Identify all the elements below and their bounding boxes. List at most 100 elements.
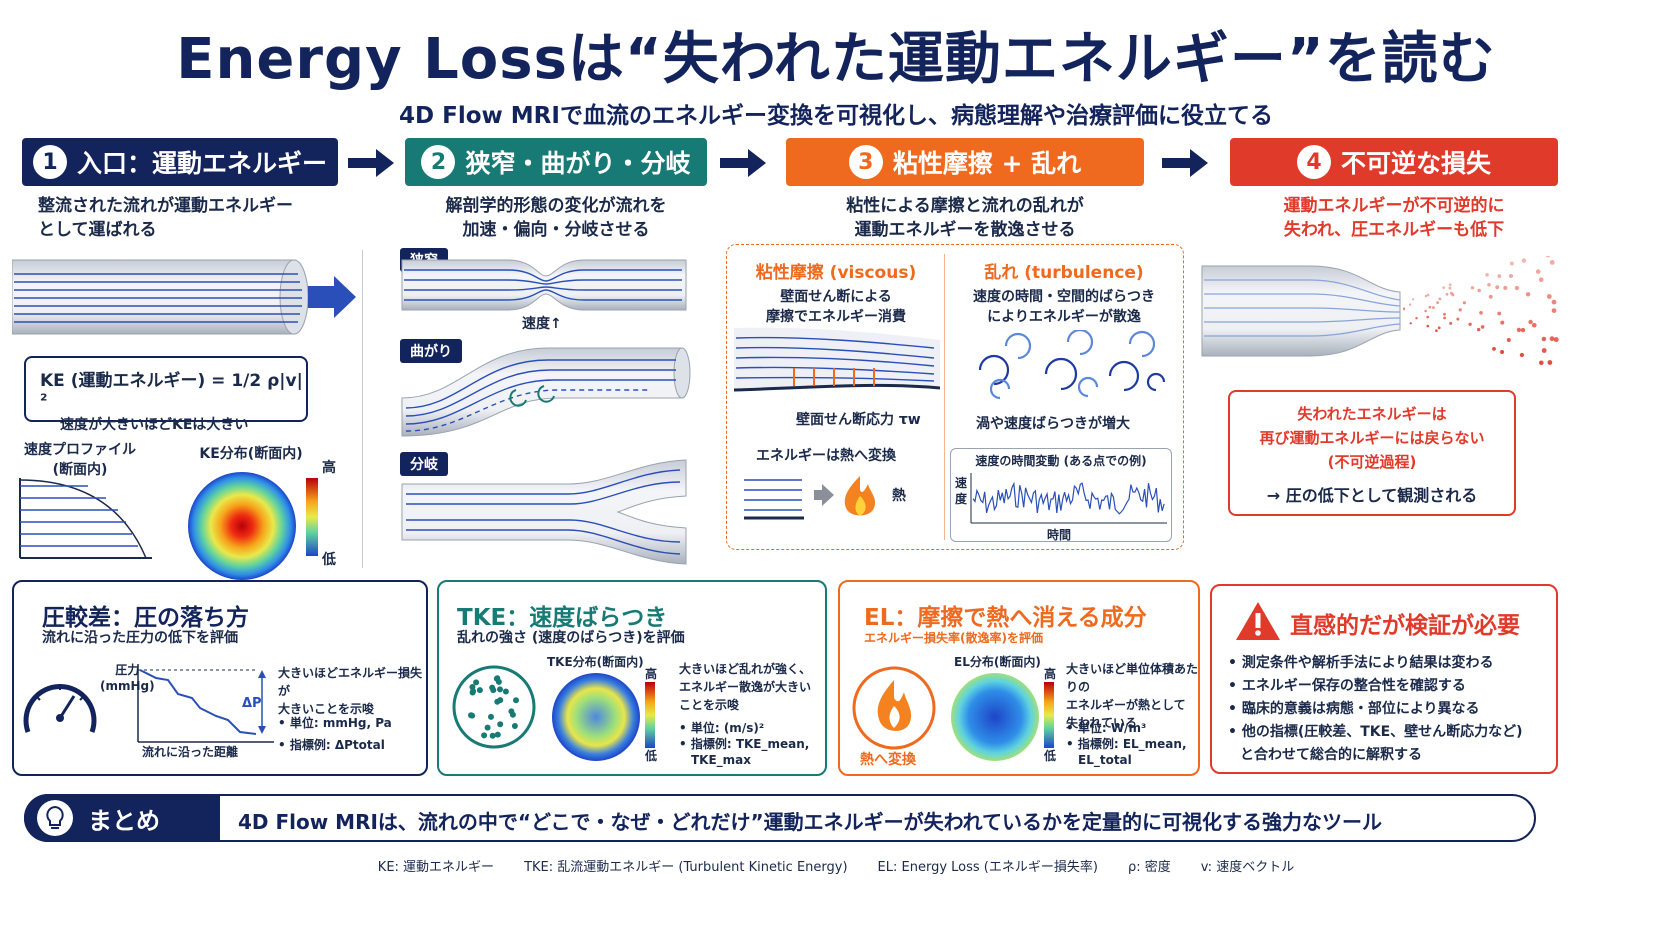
- turbulence-title: 乱れ (turbulence): [984, 263, 1144, 283]
- energy-particle: [1495, 285, 1500, 290]
- energy-particle: [1458, 308, 1462, 312]
- footer-ke: KE: 運動エネルギー: [377, 860, 495, 875]
- el-distribution-map: [951, 673, 1039, 761]
- velocity-fluctuation-chart: 速度の時間変動 (ある点での例) 速度 時間: [950, 448, 1172, 542]
- energy-particle: [1448, 286, 1452, 290]
- pressure-drop-text: → 圧の低下として観測される: [1266, 486, 1478, 505]
- energy-particle: [1549, 336, 1555, 342]
- energy-particle: [1436, 301, 1439, 304]
- step-4-label: 不可逆な損失: [1340, 149, 1491, 178]
- energy-particle: [1428, 305, 1432, 309]
- viscous-section: 粘性摩擦 (viscous) 壁面せん断による摩擦でエネルギー消費: [732, 258, 940, 327]
- energy-particle: [1443, 316, 1446, 320]
- tke-panel: TKE：速度ばらつき 乱れの強さ (速度のばらつき)を評価 TKE分布(断面内)…: [437, 580, 827, 776]
- turbulence-section: 乱れ (turbulence) 速度の時間・空間的ばらつきによりエネルギーが散逸: [948, 258, 1180, 327]
- el-map-label: EL分布(断面内): [954, 655, 1041, 669]
- tke-dot: [513, 697, 519, 704]
- tke-dot: [497, 686, 503, 693]
- energy-particle: [1532, 322, 1537, 328]
- energy-particle: [1424, 309, 1427, 313]
- step-4-number: 4: [1296, 145, 1331, 179]
- tke-dot: [509, 711, 516, 718]
- el-metrics: • 単位: W/m³• 指標例: EL_mean,EL_total: [1066, 721, 1187, 767]
- tke-panel-title: TKE：速度ばらつき: [457, 605, 668, 631]
- summary-bar: まとめ 4D Flow MRIは、流れの中で“どこで・なぜ・どれだけ”運動エネル…: [24, 794, 1536, 842]
- energy-particle: [1514, 285, 1519, 291]
- energy-particle: [1479, 311, 1483, 315]
- warning-title: 直感的だが検証が必要: [1290, 613, 1520, 639]
- pressure-axis-x: 流れに沿った距離: [142, 745, 239, 759]
- step-1-number: 1: [32, 145, 67, 179]
- bend-tag: 曲がり: [400, 339, 462, 363]
- step-2-label: 狭窄・曲がり・分岐: [465, 149, 691, 178]
- pressure-drop-chart: [137, 664, 274, 743]
- tke-dot: [476, 687, 483, 694]
- tke-map-label: TKE分布(断面内): [547, 655, 644, 669]
- branch-tag: 分岐: [400, 452, 448, 476]
- tke-dot: [470, 688, 477, 695]
- energy-particle: [1525, 292, 1531, 297]
- step-2-description: 解剖学的形態の変化が流れを加速・偏向・分岐させる: [445, 196, 667, 240]
- viscous-wall-illustration: [734, 327, 940, 392]
- viscous-title: 粘性摩擦 (viscous): [755, 263, 917, 283]
- energy-particle: [1539, 360, 1544, 366]
- pressure-note: 大きいほどエネルギー損失が大きいことを示唆: [278, 666, 423, 716]
- energy-particle: [1553, 337, 1559, 343]
- el-colorbar-high: 高: [1044, 667, 1057, 681]
- footer-tke: TKE: 乱流運動エネルギー (Turbulent Kinetic Energy…: [524, 860, 848, 875]
- step-1-label: 入口：運動エネルギー: [76, 149, 327, 178]
- tke-dot: [469, 712, 476, 719]
- step-1-description: 整流された流れが運動エネルギーとして運ばれる: [38, 196, 293, 240]
- energy-particle: [1520, 327, 1526, 333]
- step-2-banner: 2 狭窄・曲がり・分岐: [405, 138, 707, 186]
- tke-dot: [488, 713, 494, 720]
- tke-dot: [497, 721, 504, 728]
- ke-colorbar-high: 高: [322, 460, 336, 476]
- pressure-panel-title: 圧較差：圧の落ち方: [42, 605, 249, 631]
- energy-particle: [1443, 312, 1446, 316]
- bend-illustration: [401, 347, 691, 437]
- heat-label: 熱: [892, 488, 906, 504]
- wall-shear-stress-label: 壁面せん断応力 τw: [796, 412, 921, 428]
- warning-bullets: • 測定条件や解析手法により結果は変わる• エネルギー保存の整合性を確認する• …: [1228, 655, 1523, 763]
- delta-p-label: ΔP: [242, 696, 262, 711]
- heat-conversion-caption: 熱へ変換: [860, 752, 916, 768]
- energy-particle: [1480, 325, 1485, 329]
- energy-particle: [1468, 322, 1472, 326]
- energy-particle: [1497, 274, 1502, 278]
- tke-dot: [489, 732, 496, 739]
- ke-formula-note: 速度が大きいほどKEは大きい: [60, 417, 249, 433]
- energy-particle: [1409, 303, 1412, 306]
- energy-particle: [1462, 301, 1466, 305]
- turbulence-particles-icon: [452, 665, 536, 749]
- energy-particle: [1509, 274, 1513, 278]
- summary-badge: まとめ: [24, 794, 220, 842]
- ke-colorbar: [306, 478, 318, 556]
- page-subtitle: 4D Flow MRIで血流のエネルギー変換を可視化し、病態理解や治療評価に役立…: [399, 103, 1273, 129]
- straight-vessel-illustration: [12, 259, 356, 335]
- energy-particle: [1551, 308, 1557, 313]
- energy-particle: [1449, 291, 1453, 295]
- tke-dot: [481, 732, 488, 739]
- dissipation-divider: [944, 254, 945, 540]
- energy-particle: [1535, 269, 1541, 274]
- speed-axis-label: 速度: [955, 476, 968, 506]
- energy-particle: [1451, 293, 1455, 297]
- step-2-number: 2: [421, 145, 456, 179]
- energy-particle: [1448, 283, 1452, 287]
- pressure-axis-y: 圧力(mmHg): [100, 663, 155, 693]
- energy-particle: [1528, 319, 1533, 325]
- energy-particle: [1432, 306, 1435, 309]
- energy-particle: [1445, 292, 1449, 296]
- energy-particle: [1456, 317, 1460, 321]
- energy-particle: [1426, 293, 1430, 297]
- el-colorbar: [1044, 682, 1054, 748]
- energy-particle: [1403, 308, 1406, 311]
- stage-divider: [362, 250, 363, 568]
- energy-particle: [1470, 286, 1475, 290]
- el-colorbar-low: 低: [1044, 749, 1057, 763]
- energy-particle: [1437, 326, 1441, 330]
- viscous-desc: 壁面せん断による摩擦でエネルギー消費: [766, 289, 906, 325]
- tke-colorbar-high: 高: [645, 667, 658, 681]
- energy-particle: [1519, 352, 1524, 358]
